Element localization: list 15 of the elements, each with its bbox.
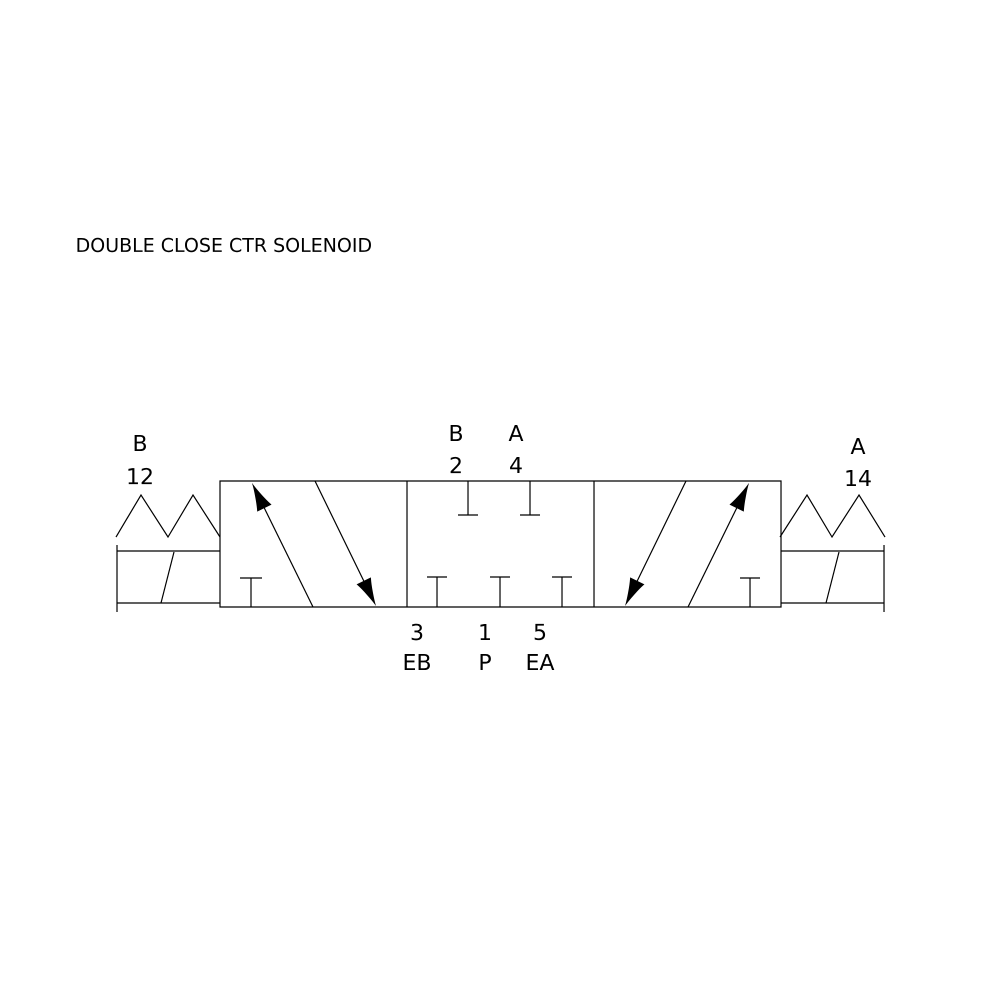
port-label: 1 [480, 624, 490, 640]
port-label: 5 [534, 624, 546, 640]
port-label: 3 [412, 624, 422, 640]
port-label: P [480, 654, 491, 670]
port-label: B [450, 425, 462, 442]
port-label: EB [404, 654, 430, 670]
port-label: 2 [450, 456, 461, 474]
port-label: A [508, 425, 524, 442]
port-label: A [850, 438, 866, 454]
port-label: 14 [846, 470, 871, 486]
title: DOUBLE CLOSE CTR SOLENOID [77, 238, 371, 252]
port-label: EA [528, 654, 554, 670]
port-label: 4 [510, 457, 522, 474]
port-label: B [134, 435, 146, 452]
port-label: 12 [128, 468, 152, 484]
